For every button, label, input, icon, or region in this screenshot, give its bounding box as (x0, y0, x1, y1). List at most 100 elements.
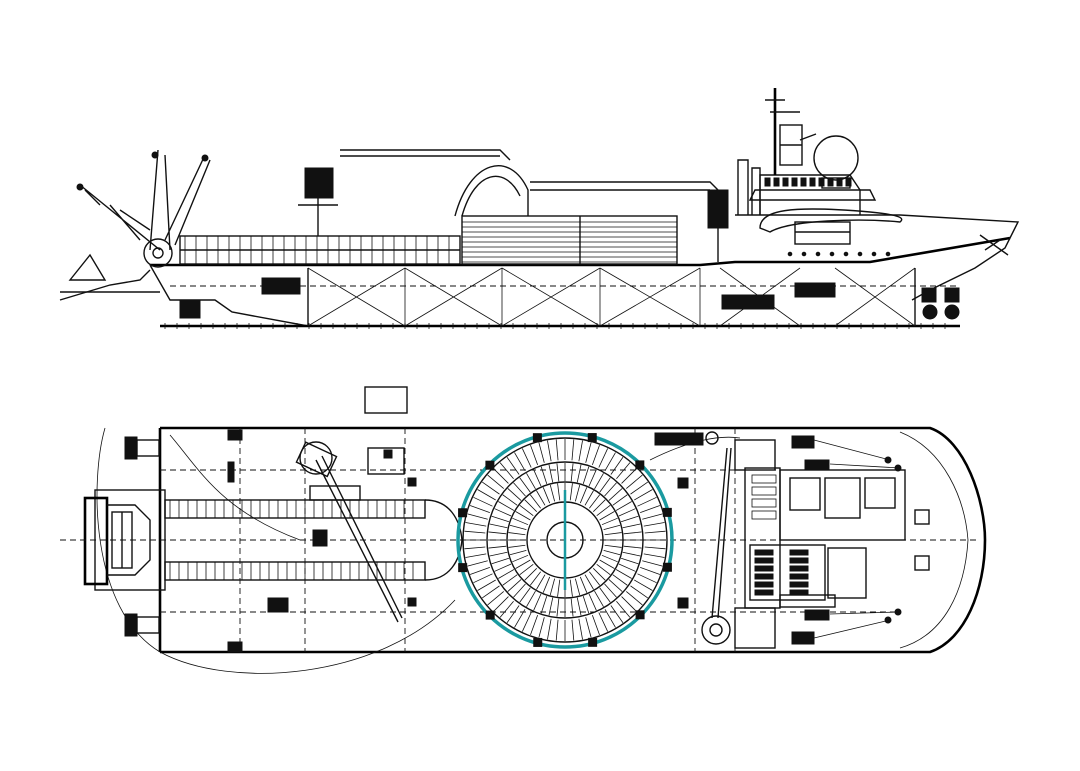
spoke-outer (578, 618, 583, 640)
spoke-outer (571, 619, 575, 641)
accommodation-plan (734, 439, 930, 649)
deck-crane (295, 441, 403, 623)
thruster-motor-2 (944, 287, 960, 303)
generator-block (794, 282, 836, 298)
spoke-outer (493, 468, 509, 484)
spoke-inner (549, 578, 556, 596)
spoke-outer (578, 440, 583, 462)
spoke-mid (582, 466, 590, 485)
stern-sheave (143, 238, 173, 268)
spoke-mid (594, 473, 604, 490)
carousel-lug (532, 433, 542, 443)
spoke-outer (610, 457, 624, 475)
spoke-outer (634, 489, 653, 501)
cabin-bunk (789, 589, 809, 596)
swing-arc-aft (96, 427, 456, 674)
spoke-outer (634, 579, 653, 591)
carousel-lug (662, 562, 672, 572)
spoke-inner (579, 487, 588, 504)
spoke-outer (487, 591, 504, 606)
carousel-lug (485, 610, 495, 620)
crane-pedestal (299, 441, 333, 475)
cabin-bunk (789, 565, 809, 572)
spoke-inner (589, 571, 601, 586)
spoke-mid (576, 597, 582, 616)
spoke-inner (536, 574, 546, 590)
cabin-bunk (789, 581, 809, 588)
porthole (843, 251, 849, 257)
spoke-mid (612, 494, 628, 506)
forward-crane-pedestal (701, 615, 731, 645)
spoke-inner (557, 579, 561, 597)
spoke-outer (630, 481, 648, 495)
spoke-mid (548, 464, 554, 483)
carousel-spokes (464, 439, 666, 641)
bridge-window (782, 177, 789, 187)
spoke-mid (502, 494, 518, 506)
spoke-inner (529, 571, 541, 586)
mooring-fore (791, 435, 902, 645)
spoke-mid (519, 477, 531, 493)
porthole (857, 251, 863, 257)
cable-tracks (164, 499, 463, 581)
spoke-inner (508, 544, 526, 548)
machinery-aft (261, 277, 301, 295)
spoke-outer (521, 612, 532, 632)
carousel-lug (458, 563, 468, 573)
stair-step (751, 486, 777, 496)
cabin-bunk (754, 573, 774, 580)
winch-port-aft (124, 436, 138, 460)
spoke-outer (604, 452, 616, 471)
bow-profile (735, 214, 1020, 301)
spoke-inner (524, 568, 537, 581)
spoke-outer (616, 462, 631, 479)
spoke-outer (642, 513, 663, 520)
bridge-window (773, 177, 780, 187)
spoke-outer (643, 522, 665, 527)
spoke-inner (584, 574, 594, 590)
carousel-lug (533, 637, 543, 647)
carousel-lug (458, 508, 468, 518)
spoke-inner (519, 504, 534, 516)
spoke-outer (467, 513, 488, 520)
spoke-inner (596, 504, 611, 516)
spoke-outer (506, 457, 520, 475)
winch-stbd-aft (124, 613, 138, 637)
spoke-outer (530, 444, 539, 465)
spoke-mid (615, 501, 632, 511)
carousel-tank-profile (454, 165, 678, 265)
spoke-outer (626, 591, 643, 606)
carousel-rim (456, 431, 674, 649)
spoke-mid (526, 590, 536, 607)
spoke-mid (489, 523, 508, 529)
spoke-mid (608, 488, 623, 501)
spoke-inner (512, 554, 529, 563)
spoke-inner (542, 576, 551, 593)
porthole (787, 251, 793, 257)
spoke-outer (585, 442, 592, 463)
keel-frame-ticks (164, 323, 946, 329)
spoke-mid (599, 587, 611, 603)
spoke-mid (498, 569, 515, 579)
spoke-outer (626, 474, 643, 489)
spoke-mid (618, 563, 636, 572)
spoke-mid (576, 464, 582, 483)
accommodation-details (751, 474, 809, 596)
hull-portholes (787, 251, 891, 257)
spoke-outer (538, 442, 545, 463)
spoke-outer (530, 615, 539, 636)
deck-hatch (364, 386, 408, 414)
spoke-mid (540, 595, 548, 614)
spoke-outer (637, 573, 657, 584)
spoke-inner (579, 576, 588, 593)
porthole (871, 251, 877, 257)
spoke-mid (507, 579, 522, 592)
spoke-mid (622, 551, 641, 557)
loading-gantry (298, 149, 729, 262)
spoke-mid (494, 508, 512, 517)
spoke-mid (582, 595, 590, 614)
stern-chute (83, 489, 166, 591)
spoke-mid (604, 583, 617, 598)
spoke-mid (556, 463, 560, 482)
carousel-lugs (458, 433, 672, 647)
